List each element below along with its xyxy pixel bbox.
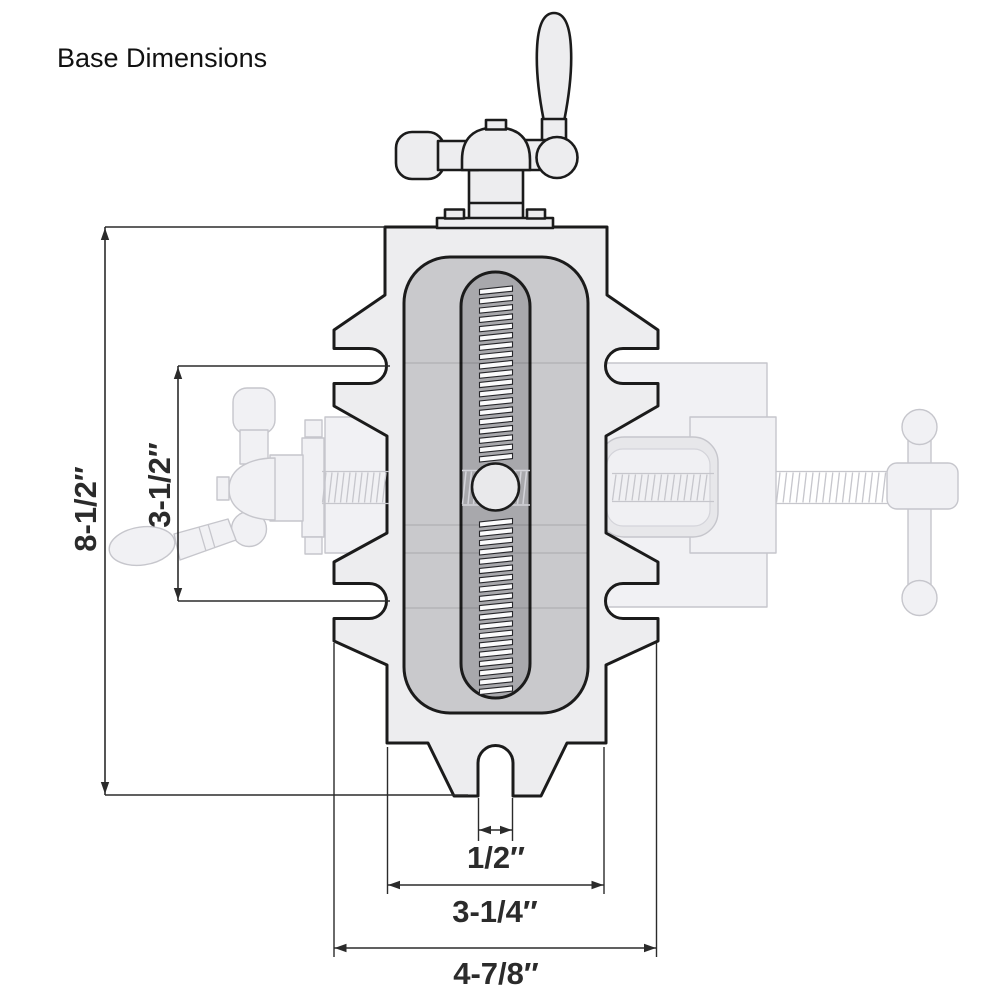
lead-screw-threads — [478, 285, 514, 696]
ghost-right-threaded-rod — [775, 470, 888, 505]
ghost-left-mount-plate — [324, 416, 390, 554]
dim-label-slot-width: 1/2″ — [467, 840, 525, 875]
tbar-right-ball — [535, 135, 579, 180]
arrowhead — [479, 825, 491, 835]
arrowhead — [500, 825, 512, 835]
ghost-left-ferrule-line — [198, 526, 207, 552]
dim-slot-width: 1/2″ — [467, 798, 525, 875]
arrowhead — [100, 228, 110, 240]
arrowhead — [591, 880, 604, 890]
ghost-left-grip-shaft — [173, 518, 237, 561]
ghost-left-hub-dome — [228, 457, 276, 521]
page-title: Base Dimensions — [57, 43, 267, 73]
ghost-left-handle-assembly — [108, 387, 390, 567]
arrowhead — [173, 367, 183, 379]
body-top-plate — [435, 216, 555, 230]
ghost-right-tommy-bar — [907, 427, 932, 599]
vise-body-group — [321, 225, 660, 798]
arrowhead — [388, 880, 400, 890]
dim-label-slot-spacing: 3-1/2″ — [142, 442, 177, 528]
ghost-left-grip — [108, 525, 176, 567]
handle-grip — [535, 11, 573, 145]
ghost-right-screw-threads — [611, 472, 714, 503]
dim-overall-height: 8-1/2″ — [68, 226, 468, 796]
top-plate-tab-right — [525, 208, 547, 220]
dim-label-inner-base-width: 3-1/4″ — [452, 894, 538, 929]
ghost-left-tab-top — [304, 419, 323, 438]
ghost-left-tbar-end — [232, 387, 276, 435]
ghost-right-handle-block — [886, 462, 959, 510]
dimension-annotations: 8-1/2″ 3-1/2″ 1/2″ 3-1/4″ — [68, 226, 658, 991]
ghost-left-plate — [301, 437, 325, 538]
arrowhead — [173, 588, 183, 600]
top-plate-tab-left — [443, 208, 466, 220]
dim-label-overall-height: 8-1/2″ — [68, 466, 103, 552]
screw-stem — [467, 168, 525, 222]
arrowhead — [100, 782, 110, 794]
ghost-right-bar-ball-top — [901, 408, 938, 446]
tbar-hub-dome — [460, 126, 532, 172]
ghost-left-threaded-rod — [321, 470, 389, 505]
ghost-left-hub-cap — [216, 476, 230, 501]
arrowhead — [334, 943, 347, 953]
ghost-left-ferrule-line — [207, 523, 216, 549]
tbar-hub-cap — [484, 118, 508, 131]
lead-screw-boss — [470, 462, 521, 512]
dim-overall-base-width: 4-7/8″ — [333, 643, 658, 991]
dim-inner-base-width: 3-1/4″ — [386, 747, 605, 929]
dim-slot-spacing: 3-1/2″ — [142, 365, 390, 602]
ghost-left-tab-bottom — [304, 536, 323, 555]
dim-label-overall-base-width: 4-7/8″ — [453, 956, 539, 991]
crank-handle-assembly — [394, 11, 579, 230]
arrowhead — [644, 943, 656, 953]
ghost-right-bar-ball-bottom — [901, 579, 938, 617]
ghost-right-recess-inner — [606, 448, 711, 527]
